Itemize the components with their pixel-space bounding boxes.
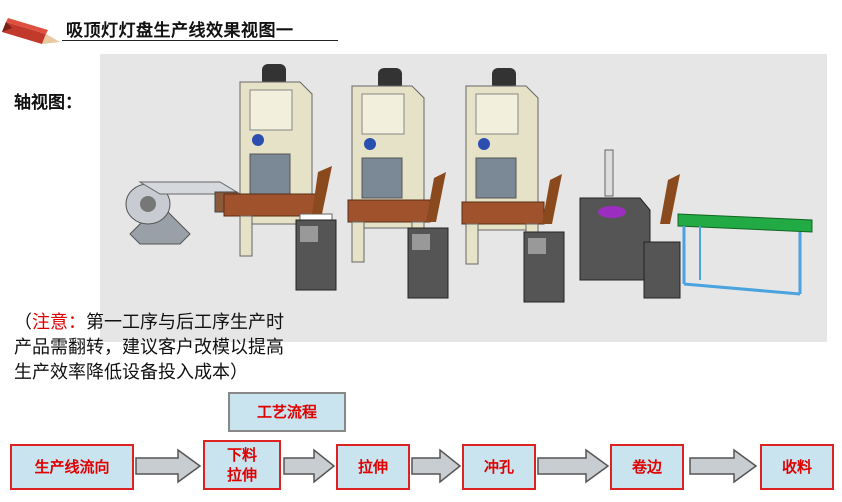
- note-line3: 生产效率降低设备投入成本）: [14, 362, 248, 383]
- flow-step-line-direction: 生产线流向: [10, 444, 134, 490]
- flow-arrow-icon: [283, 448, 336, 484]
- note-highlight: 注意：: [32, 312, 86, 333]
- process-title-box: 工艺流程: [228, 392, 346, 432]
- robot-2: [407, 172, 449, 299]
- production-line-render: [100, 54, 827, 342]
- note-text: （注意：第一工序与后工序生产时 产品需翻转，建议客户改模以提高 生产效率降低设备…: [14, 310, 354, 385]
- note-prefix: （: [14, 312, 32, 333]
- output-conveyor: [677, 213, 813, 296]
- press-2: [347, 68, 431, 263]
- flow-step-curl: 卷边: [610, 444, 684, 490]
- flow-step-blank-draw: 下料 拉伸: [203, 440, 281, 490]
- title-underline: [62, 40, 338, 41]
- flow-arrow-icon: [135, 448, 202, 484]
- robot-4: [643, 174, 681, 299]
- press-3: [461, 68, 545, 265]
- note-line2: 产品需翻转，建议客户改模以提高: [14, 337, 284, 358]
- page-title: 吸顶灯灯盘生产线效果视图一: [66, 21, 294, 41]
- note-line1: 第一工序与后工序生产时: [86, 312, 284, 333]
- flow-arrow-icon: [411, 448, 462, 484]
- robot-1: [295, 166, 337, 291]
- flow-step-collect: 收料: [760, 444, 834, 490]
- flow-step-label-line2: 拉伸: [226, 466, 257, 484]
- flow-step-draw: 拉伸: [336, 444, 410, 490]
- pencil-icon: [2, 18, 60, 44]
- view-label: 轴视图：: [14, 93, 82, 113]
- robot-3: [523, 174, 565, 303]
- flow-arrow-icon: [537, 448, 610, 484]
- flow-step-label-line1: 下料: [226, 446, 257, 464]
- flow-arrow-icon: [689, 448, 758, 484]
- flow-step-punch: 冲孔: [462, 444, 536, 490]
